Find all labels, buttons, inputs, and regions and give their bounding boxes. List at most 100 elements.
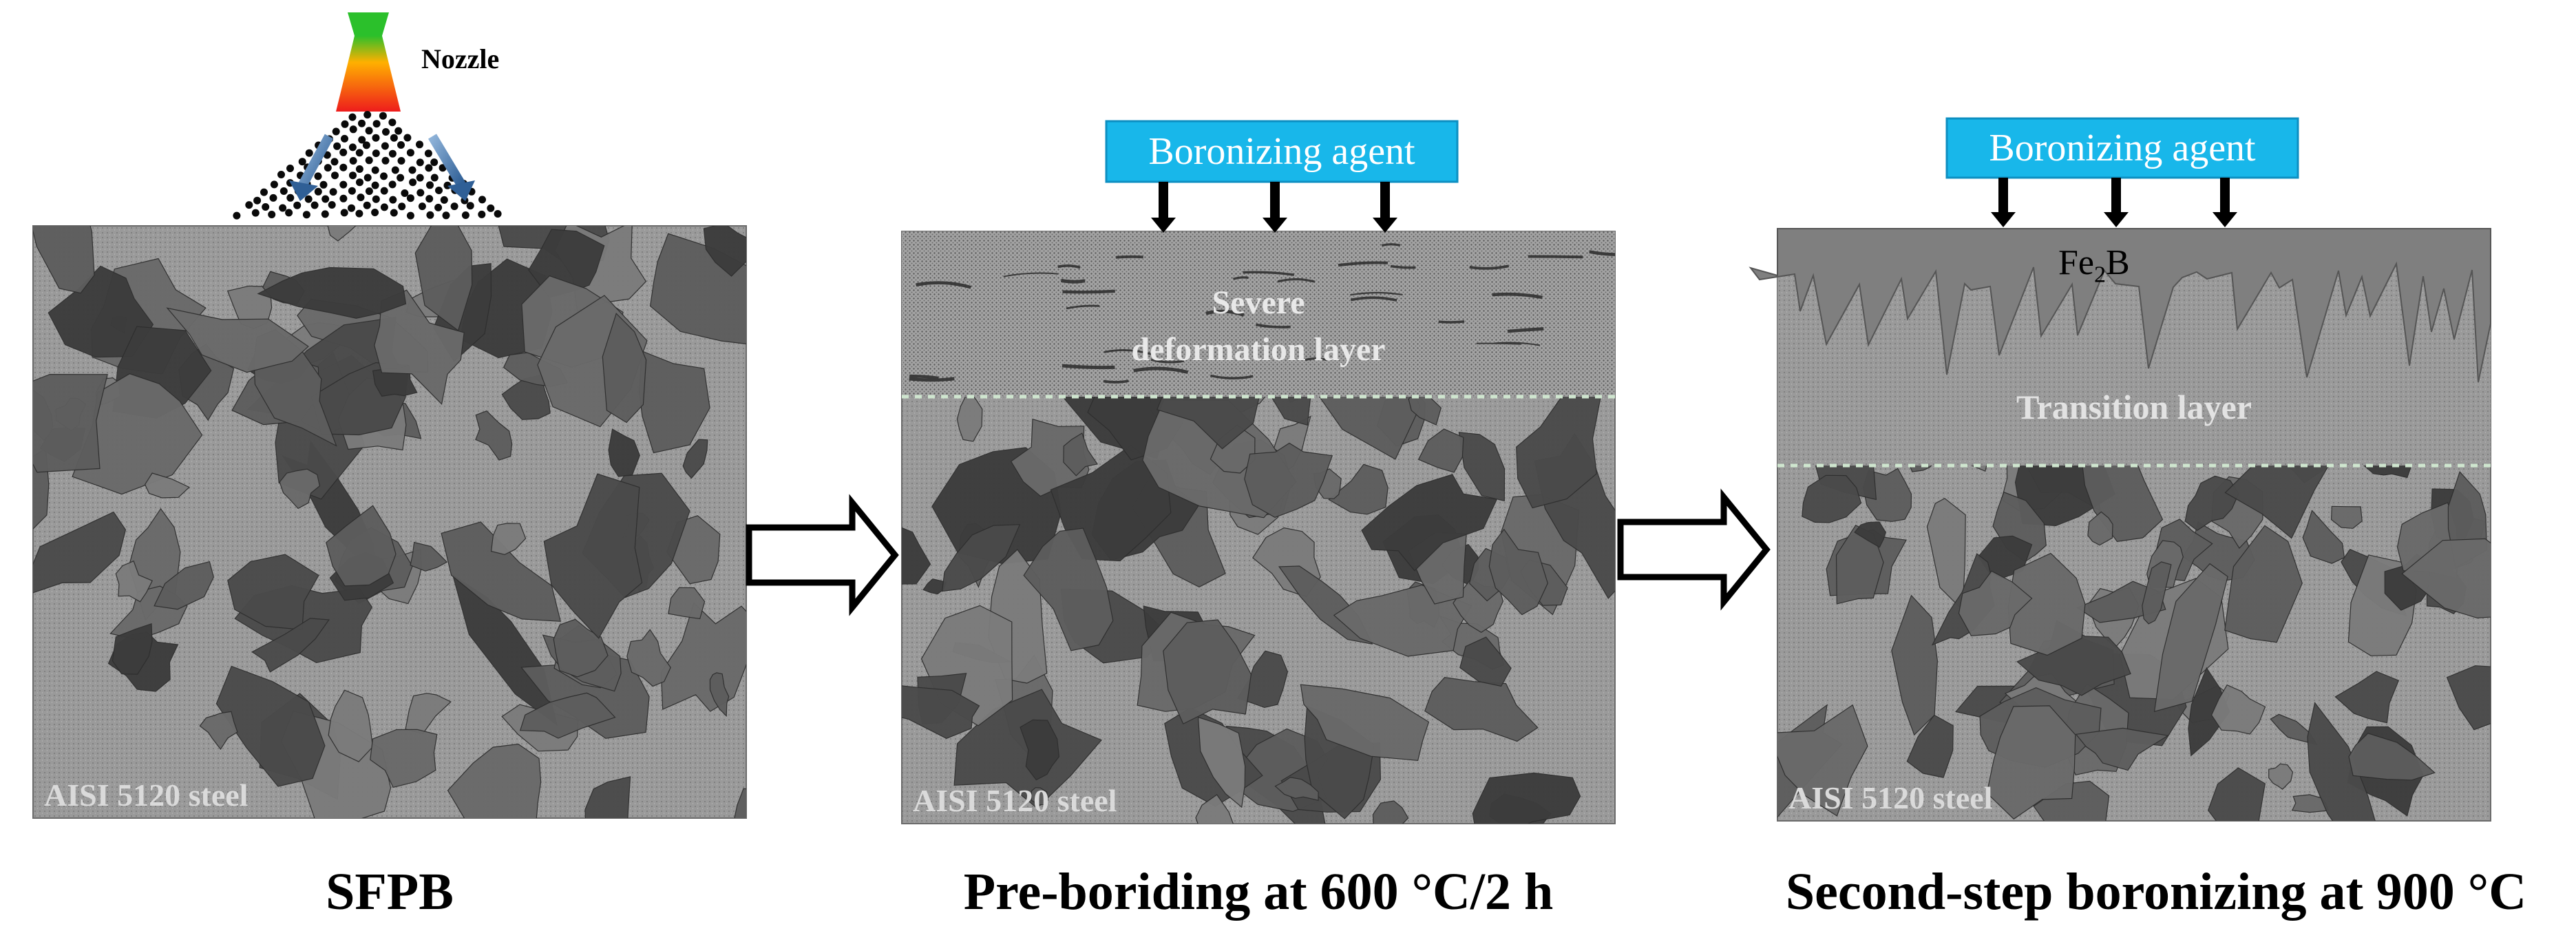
- panel-second-step: [1749, 117, 2491, 822]
- shot-particle: [380, 203, 388, 211]
- grain: [227, 554, 319, 631]
- grain: [154, 561, 214, 610]
- steel-label-2: AISI 5120 steel: [913, 783, 1117, 818]
- shot-particle: [348, 143, 357, 152]
- shot-particle: [269, 194, 277, 202]
- steel-label-1: AISI 5120 steel: [44, 777, 249, 813]
- shot-particle: [251, 209, 260, 217]
- shot-particle: [416, 158, 424, 167]
- shot-particle: [406, 211, 414, 220]
- shot-particle: [398, 202, 406, 211]
- shot-particle: [365, 127, 373, 135]
- shot-particle: [381, 142, 389, 150]
- fe2b-label-sub: 2: [2094, 262, 2106, 288]
- caption-pre-boriding: Pre-boriding at 600 °C/2 h: [963, 863, 1554, 921]
- shot-particle: [371, 166, 379, 174]
- streak: [1589, 250, 1615, 256]
- panel-sfpb: [32, 12, 747, 819]
- grain: [1472, 772, 1581, 824]
- grain: [941, 524, 1021, 592]
- grain: [2302, 510, 2345, 564]
- grain: [112, 623, 153, 675]
- shot-particle: [304, 195, 313, 203]
- boronizing-agent-box-2: [1105, 120, 1459, 183]
- shot-particle: [434, 203, 443, 211]
- grain: [1163, 619, 1252, 724]
- grain: [703, 226, 746, 277]
- grain: [33, 373, 108, 473]
- shot-particle: [435, 187, 443, 194]
- shot-particle: [331, 171, 339, 180]
- shot-particle: [388, 180, 397, 189]
- grain: [72, 373, 203, 495]
- shot-particle: [340, 209, 348, 217]
- shot-particle: [390, 209, 398, 217]
- shot-particle: [286, 165, 294, 172]
- grain: [902, 527, 931, 585]
- grain: [1802, 474, 1862, 523]
- shot-particle: [403, 134, 412, 142]
- shot-particle: [329, 188, 337, 196]
- grain: [2330, 505, 2363, 529]
- shot-particle: [406, 149, 414, 157]
- shot-particle: [406, 194, 414, 202]
- streak: [1060, 278, 1086, 284]
- grains-3: [1777, 396, 2491, 821]
- grain: [2208, 767, 2266, 821]
- agent-arrows-2: [1151, 182, 1397, 233]
- shot-particle: [381, 156, 390, 165]
- shot-particle: [408, 166, 416, 174]
- shot-particle: [277, 171, 285, 178]
- grain: [543, 473, 643, 639]
- streak: [1150, 358, 1185, 364]
- shot-particle: [426, 181, 434, 189]
- grain: [1906, 714, 1954, 778]
- grain: [2270, 713, 2318, 745]
- agent-arrow: [1991, 178, 2016, 227]
- streak: [916, 281, 972, 289]
- grain: [1020, 719, 1060, 781]
- grain: [1424, 677, 1539, 742]
- agent-arrow: [1151, 182, 1176, 233]
- fe2b-label-b: B: [2106, 243, 2130, 282]
- grain: [33, 226, 95, 294]
- grain: [626, 629, 671, 687]
- grain: [2075, 727, 2169, 771]
- shot-particle: [339, 163, 348, 171]
- grain: [328, 689, 374, 762]
- grain: [902, 685, 980, 739]
- shot-particle: [355, 149, 363, 157]
- shot-particles: [233, 111, 502, 220]
- shot-particle: [371, 209, 379, 216]
- boronizing-agent-box-3: [1945, 117, 2299, 179]
- shot-particle: [450, 202, 458, 211]
- shot-particle: [348, 204, 355, 212]
- shot-particle: [268, 211, 276, 218]
- grain: [475, 410, 513, 461]
- streak: [1066, 304, 1100, 310]
- shot-particle: [388, 118, 397, 127]
- grain: [414, 226, 473, 331]
- grain: [1458, 432, 1506, 501]
- shot-particle: [305, 149, 313, 157]
- grain: [2334, 671, 2400, 724]
- severe-label-line2: deformation layer: [1131, 331, 1386, 368]
- severe-deformation-layer: [902, 231, 1615, 397]
- streak: [1210, 374, 1254, 379]
- shot-particle: [363, 201, 371, 209]
- grain: [1300, 684, 1430, 761]
- transition-label: Transition layer: [2016, 388, 2252, 426]
- grain: [668, 587, 706, 620]
- shot-particle: [233, 211, 241, 220]
- agent-arrow: [2213, 178, 2237, 227]
- streak: [1003, 272, 1059, 278]
- shot-particle: [348, 187, 356, 195]
- grain: [410, 541, 448, 572]
- grain: [1516, 392, 1603, 509]
- grain: [1926, 497, 1966, 612]
- shot-particle: [430, 174, 439, 182]
- grain: [115, 560, 154, 603]
- shot-particle: [440, 196, 448, 204]
